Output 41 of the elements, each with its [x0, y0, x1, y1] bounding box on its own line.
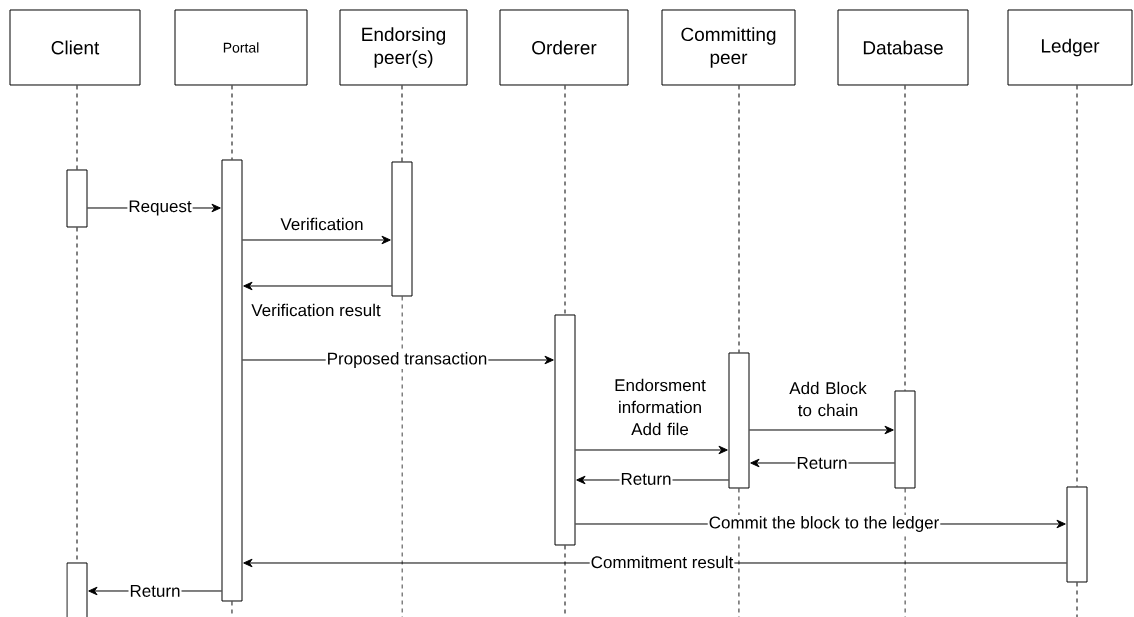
participant-box: Portal: [174, 9, 308, 86]
lifeline: [904, 85, 906, 391]
lifeline: [1076, 85, 1078, 487]
edge-label: Verification result: [250, 302, 382, 318]
arrow: [749, 425, 894, 435]
edge-label: Return: [795, 456, 849, 470]
edge-label: Verification: [279, 216, 365, 232]
participant-box: Orderer: [499, 9, 629, 86]
participant-box: Endorsing peer(s): [339, 9, 468, 86]
arrow: [242, 235, 391, 245]
participant-box: Committing peer: [661, 9, 796, 86]
edge-label: Add Block to chain: [777, 380, 879, 418]
activation-bar: [554, 314, 576, 546]
lifeline: [231, 85, 233, 160]
activation-bar: [894, 390, 916, 489]
activation-bar: [221, 159, 243, 602]
lifeline: [904, 488, 906, 617]
participant-box: Client: [9, 9, 141, 86]
activation-bar: [391, 161, 413, 297]
edge-label: Request: [127, 199, 193, 217]
edge-label: Endorsment information Add file: [604, 377, 716, 437]
participant-box: Database: [837, 9, 969, 86]
lifeline: [1076, 582, 1078, 617]
edge-label: Return: [619, 472, 673, 486]
lifeline: [401, 296, 403, 617]
lifeline: [738, 488, 740, 617]
edge-label: Commitment result: [589, 554, 735, 570]
lifeline: [401, 85, 403, 162]
lifeline: [738, 85, 740, 353]
arrow: [243, 281, 392, 291]
arrow: [575, 445, 728, 455]
activation-bar: [66, 562, 88, 617]
edge-label: Commit the block to the ledger: [707, 515, 941, 533]
edge-label: Return: [128, 584, 182, 598]
participant-box: Ledger: [1007, 9, 1133, 86]
edge-label: Proposed transaction: [325, 351, 489, 369]
lifeline: [564, 85, 566, 315]
activation-bar: [728, 352, 750, 489]
lifeline: [76, 85, 78, 170]
activation-bar: [1066, 486, 1088, 583]
activation-bar: [66, 169, 88, 228]
